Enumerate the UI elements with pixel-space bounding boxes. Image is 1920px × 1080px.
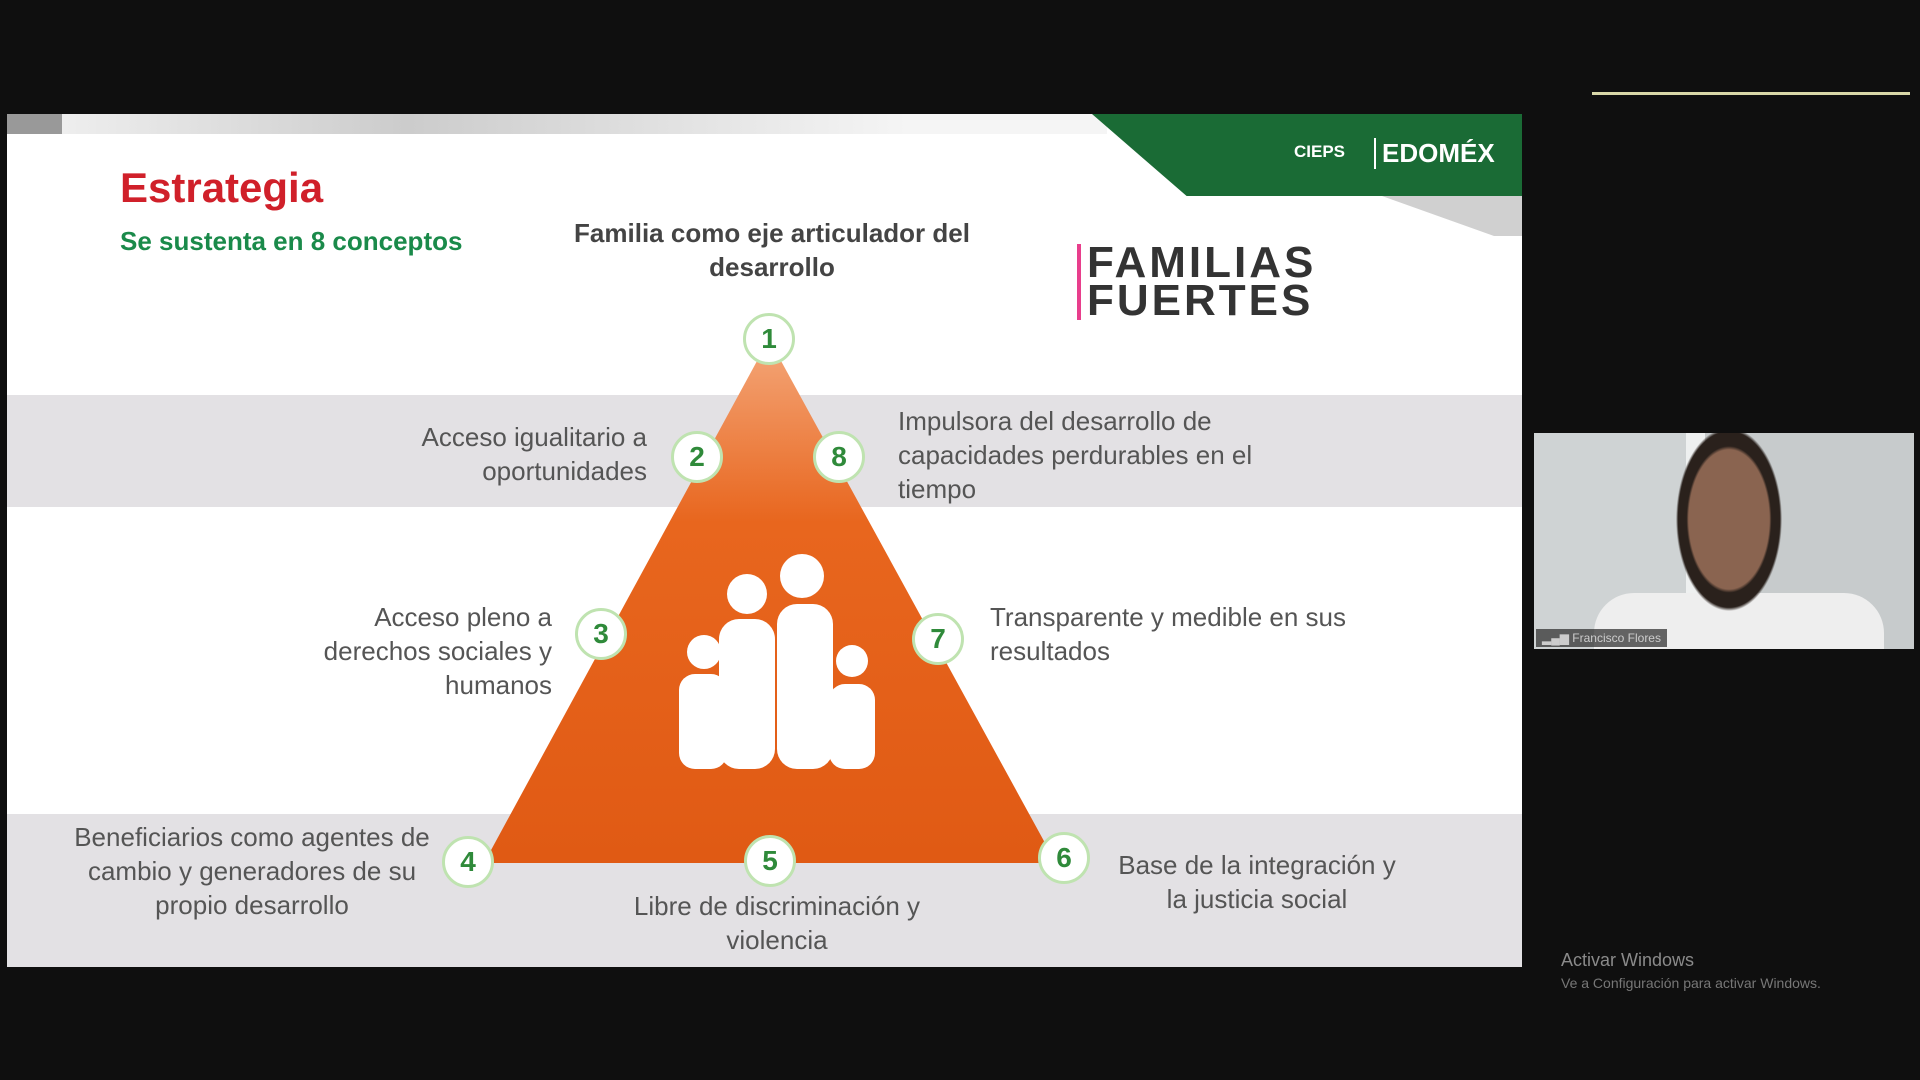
concept-text-4: Beneficiarios como agentes de cambio y g… (74, 822, 430, 920)
concept-number-5: 5 (744, 835, 796, 887)
concept-number-2: 2 (671, 431, 723, 483)
cieps-logo: CIEPS (1294, 142, 1346, 161)
participant-face (1654, 433, 1804, 649)
slide-top-decoration (7, 114, 1107, 134)
concept-text-1: Familia como eje articulador del desarro… (574, 218, 970, 282)
concept-number-1: 1 (743, 313, 795, 365)
slide-title: Estrategia (120, 164, 324, 211)
concept-text-7: Transparente y medible en sus resultados (990, 602, 1347, 666)
active-speaker-indicator (1592, 92, 1910, 95)
concept-text-6: Base de la integración y la justicia soc… (1118, 850, 1396, 914)
concept-number-4: 4 (442, 836, 494, 888)
concept-text-3: Acceso pleno a derechos sociales y human… (323, 602, 552, 700)
concept-text-2: Acceso igualitario a oportunidades (421, 422, 647, 486)
windows-activation-title: Activar Windows (1561, 950, 1695, 970)
triangle-diagram (484, 339, 1056, 863)
participant-name-text: Francisco Flores (1572, 631, 1661, 645)
concept-text-8: Impulsora del desarrollo de capacidades … (898, 406, 1253, 504)
concept-text-5: Libre de discriminación y violencia (633, 891, 921, 955)
brand-line2: FUERTES (1087, 276, 1314, 325)
concept-number-3: 3 (575, 608, 627, 660)
shared-slide: CIEPS EDOMÉX Estrategia Se sustenta en 8… (7, 114, 1522, 967)
concept-number-7: 7 (912, 613, 964, 665)
orange-triangle (484, 339, 1056, 863)
edomex-logo: EDOMÉX (1374, 138, 1495, 169)
slide-subtitle: Se sustenta en 8 conceptos (120, 226, 463, 256)
participant-name: ▂▄▆ Francisco Flores (1536, 629, 1667, 647)
brand-line1: FAMILIAS (1087, 238, 1317, 287)
participant-video-tile[interactable]: ▂▄▆ Francisco Flores (1534, 433, 1914, 649)
concept-number-6: 6 (1038, 832, 1090, 884)
signal-icon: ▂▄▆ (1542, 631, 1573, 645)
concept-number-8: 8 (813, 431, 865, 483)
family-icon (679, 554, 875, 769)
windows-activation-subtitle: Ve a Configuración para activar Windows. (1561, 975, 1821, 991)
